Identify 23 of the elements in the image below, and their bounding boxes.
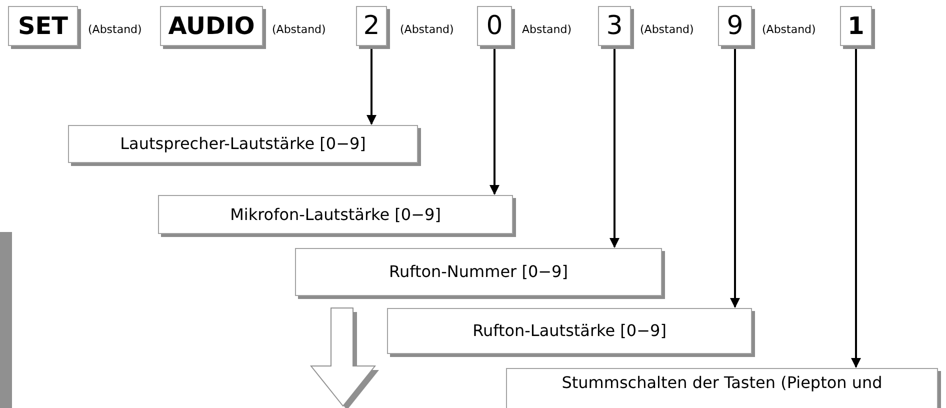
setting-box: Stummschalten der Tasten (Piepton und bbox=[506, 368, 938, 408]
key-box: AUDIO bbox=[160, 6, 263, 46]
key-box: 2 bbox=[356, 6, 387, 46]
spacing-note: (Abstand) bbox=[762, 22, 816, 38]
arrow bbox=[366, 49, 376, 125]
setting-box: Rufton-Lautstärke [0−9] bbox=[387, 308, 752, 354]
spacing-note: (Abstand) bbox=[640, 22, 694, 38]
setting-box: Rufton-Nummer [0−9] bbox=[295, 248, 662, 296]
spacing-note: (Abstand) bbox=[272, 22, 326, 38]
spacing-note: (Abstand) bbox=[400, 22, 454, 38]
arrow bbox=[610, 49, 620, 248]
arrow bbox=[851, 49, 861, 368]
setting-box: Lautsprecher-Lautstärke [0−9] bbox=[68, 125, 418, 163]
spacing-note: Abstand) bbox=[522, 22, 572, 38]
spacing-note: (Abstand) bbox=[88, 22, 142, 38]
key-box: 1 bbox=[840, 6, 872, 46]
key-box: 0 bbox=[477, 6, 512, 46]
key-box: 3 bbox=[598, 6, 631, 46]
arrow bbox=[730, 49, 740, 308]
key-box: SET bbox=[8, 6, 78, 46]
setting-box: Mikrofon-Lautstärke [0−9] bbox=[158, 195, 513, 234]
arrow bbox=[490, 49, 500, 195]
key-box: 9 bbox=[718, 6, 752, 46]
